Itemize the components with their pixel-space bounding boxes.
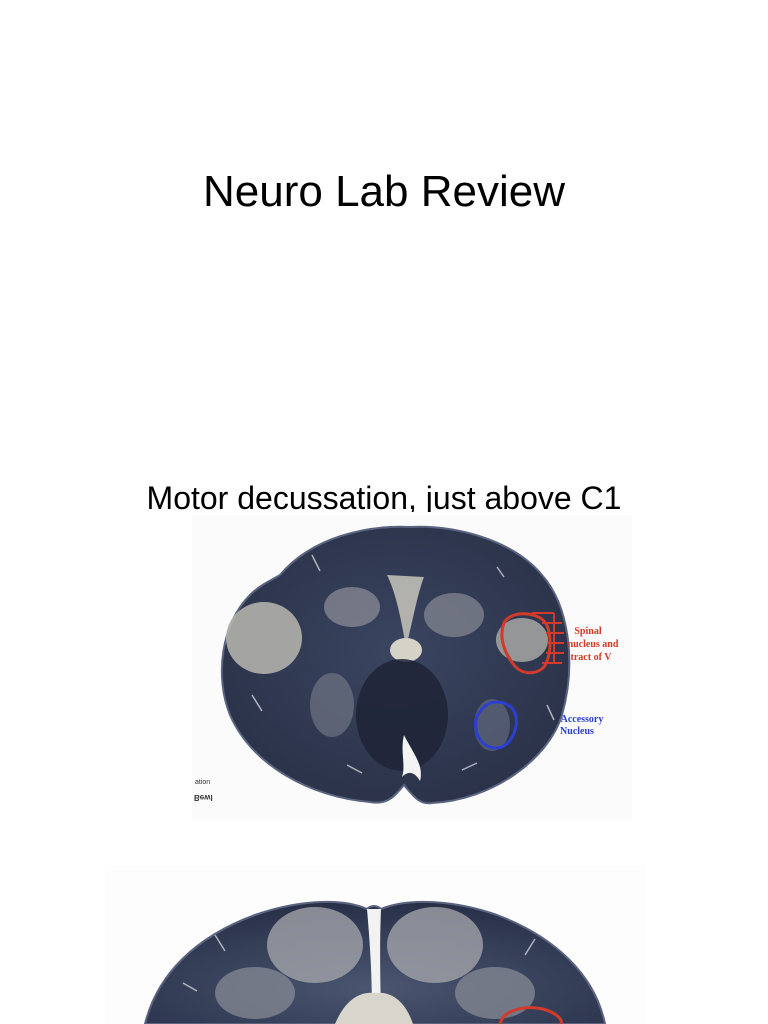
brainstem-section-image-2 [105, 865, 645, 1024]
brainstem-section-image: Spinal nucleus and tract of V Accessory … [192, 515, 632, 820]
spinal-label-line3: tract of V [570, 652, 612, 663]
accessory-label-line2: Nucleus [560, 726, 594, 737]
spinal-label-line2: nucleus and [567, 639, 619, 650]
caption-fragment-mirrored: Bewl [194, 793, 213, 802]
slide-title: Neuro Lab Review [203, 167, 565, 216]
accessory-label-line1: Accessory [560, 714, 604, 725]
spinal-label-line1: Spinal [574, 626, 602, 637]
slide-subtitle: Motor decussation, just above C1 [146, 480, 622, 512]
caption-fragment: ation [195, 779, 211, 786]
